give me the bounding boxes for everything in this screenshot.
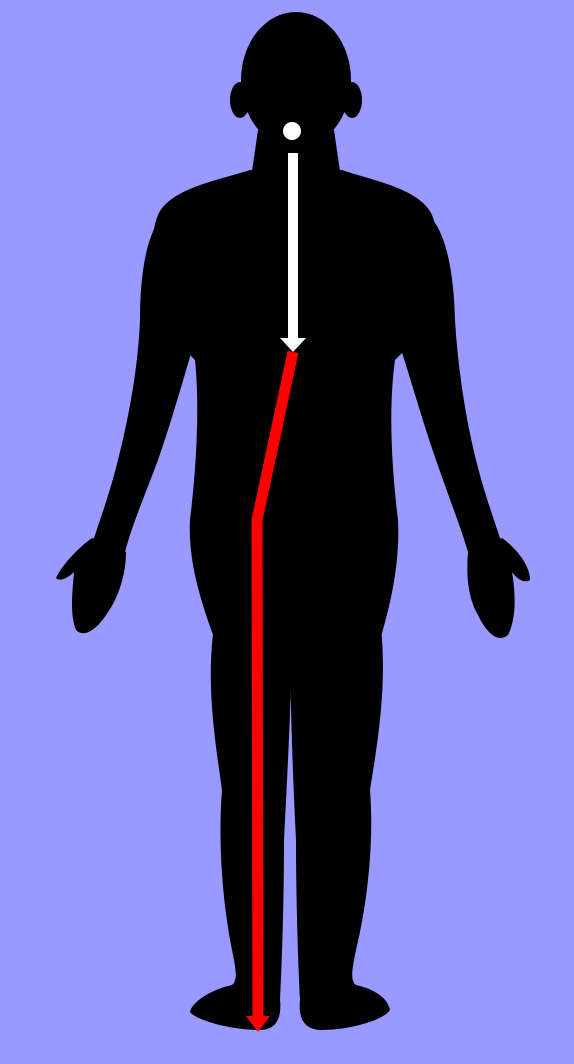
white-dot-icon xyxy=(283,122,301,140)
white-arrow-shaft xyxy=(288,153,298,340)
right-ear xyxy=(342,82,362,118)
left-ear xyxy=(230,82,250,118)
